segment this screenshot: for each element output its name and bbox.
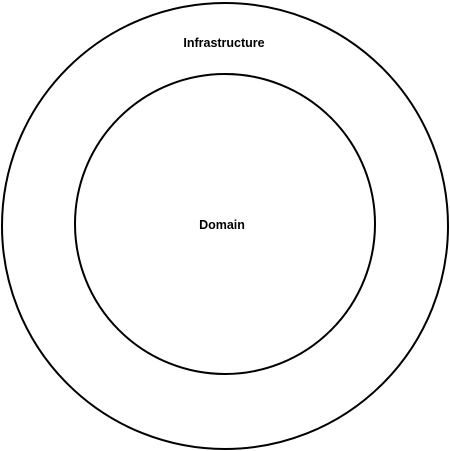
- domain-layer-circle: [74, 73, 376, 375]
- infrastructure-label: Infrastructure: [183, 36, 264, 50]
- domain-label: Domain: [199, 218, 245, 232]
